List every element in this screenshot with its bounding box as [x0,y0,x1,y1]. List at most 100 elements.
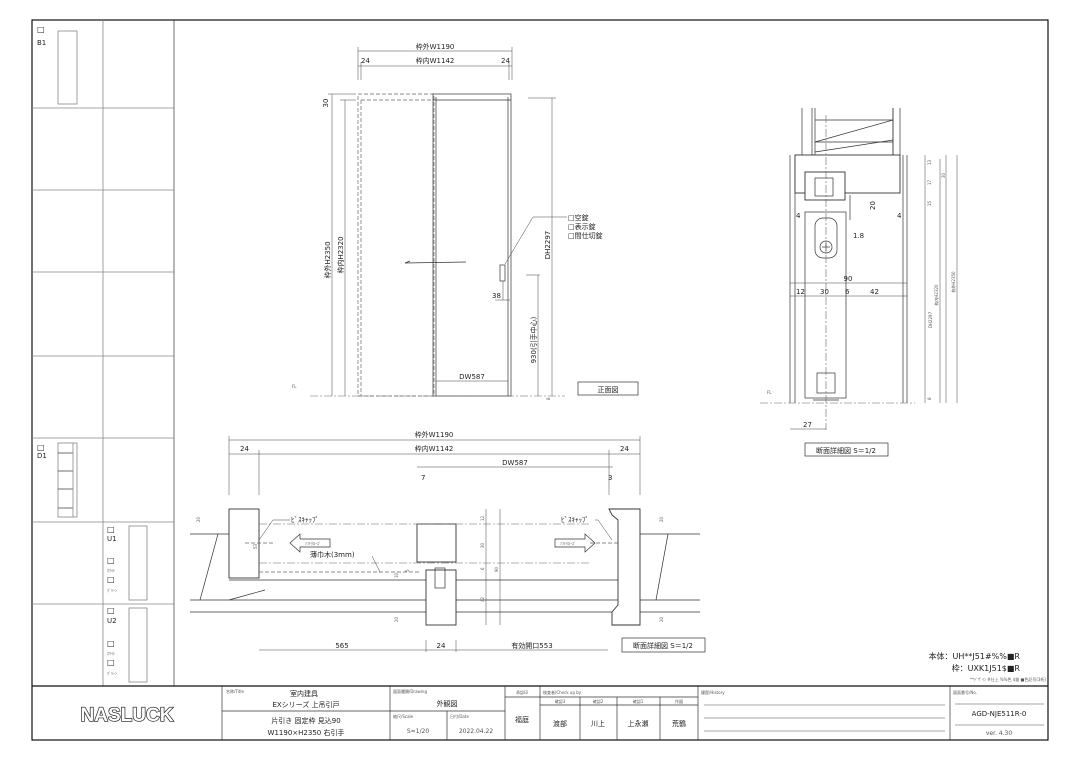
front-handle-height: 930(引手中心) [529,316,538,363]
part-u1-label: U1 [107,535,117,543]
plan-w-inner: 枠内W1142 [415,444,454,453]
checker-0: 渡部 [553,719,567,728]
plan-d10: 10 [394,572,399,578]
plan-opening: 有効開口553 [511,641,552,650]
soft-close-arrow-right [554,533,596,553]
section-d42: 42 [870,288,879,296]
front-h-outer: 枠外H2350 [323,241,332,278]
section-d8: 8 [927,397,932,400]
front-side-left: 24 [361,57,370,65]
history-label: 履歴/History [701,689,725,695]
front-w-outer: 枠外W1190 [416,42,455,51]
plan-label: 断面詳細図 S＝1/2 [633,641,693,650]
plan-d20c: 20 [659,616,664,622]
plan-d53: 53 [253,543,258,549]
checkbox-d1[interactable]: □ [37,443,45,452]
u2-green-label: ｸﾞﾘｰﾝ [107,670,117,676]
section-d6: 6 [845,288,850,296]
section-dh: DH2297 [928,311,933,328]
front-dh: DH2297 [544,231,552,259]
section-d13: 13 [927,159,932,165]
date-label: 日付/Date [450,713,469,719]
title-label: 名称/Title [226,688,244,694]
plan-label-box [621,637,706,653]
front-top-30: 30 [322,99,330,108]
hanger-rail [804,171,846,201]
checker-header-3: 作図 [675,698,683,704]
door-handle [499,264,506,282]
section-d90: 90 [844,275,853,283]
plan-dw: DW587 [502,459,528,467]
date-value: 2022.04.22 [459,728,494,735]
drawing-version: ver. 4.30 [986,730,1013,737]
plan-d5: 5 [405,569,410,572]
plan-door-panel [416,523,457,563]
section-label-box [804,442,889,457]
section-label: 断面詳細図 S＝1/2 [816,446,876,455]
sliding-arrow [404,261,467,264]
u1-green-label: ｸﾞﾘｰﾝ [107,587,117,593]
section-h-outer: 枠外H2350 [950,271,956,293]
checker-1: 川上 [591,719,605,728]
front-view: 枠外W1190 枠内W1142 24 24 □空錠 □表示錠 □間仕切錠 FL … [292,42,639,400]
plan-screw-cap-left: ﾋﾞｽｷｬｯﾌﾟ [291,516,319,524]
plan-d6: 6 [480,567,485,570]
plan-d3: 3 [608,474,612,482]
front-fl: FL [292,384,297,389]
front-dw: DW587 [459,373,485,381]
front-bottom-8: 8 [546,397,551,400]
left-parts-panel: □ B1 □ D1 □ U1 □ ﾎﾜｲﾄ □ ｸﾞﾘｰﾝ □ U2 □ ﾎﾜｲ… [32,20,175,686]
plan-section: 枠外W1190 枠内W1142 24 24 DW587 7 3 ｿﾌﾄｸﾛｰｽﾞ… [190,430,706,653]
checkbox-b1[interactable]: □ [37,25,45,34]
title-line-4: W1190×H2350 右引手 [268,728,345,737]
section-d12: 12 [796,288,805,296]
plan-d12: 12 [480,515,485,521]
checker-3: 荒鶴 [672,719,686,728]
checkbox-u2-green[interactable]: □ [107,658,115,667]
title-line-2: EXシリーズ 上吊引戸 [272,700,339,709]
plan-d30: 30 [480,542,485,548]
lock-option-1: □表示錠 [568,222,596,231]
checkbox-u1[interactable]: □ [107,525,115,534]
approval-value: 福庭 [515,715,529,724]
part-u2-label: U2 [107,617,117,625]
checker-header-1: 確認2 [593,698,604,704]
spec-body: 本体：UH**J51#%%■R [929,651,1021,661]
sheet-border [31,19,1049,741]
drawing-label: 図面種類/Drawing [393,688,427,694]
checkbox-u1-green[interactable]: □ [107,575,115,584]
section-d27: 27 [803,421,812,429]
checkbox-u1-white[interactable]: □ [107,556,115,565]
part-b1-label: B1 [37,39,46,47]
front-side-right: 24 [501,57,510,65]
scale-value: S=1/20 [407,728,429,735]
plan-side-right: 24 [620,445,629,453]
scale-label: 縮尺/Scale [393,713,414,719]
plan-b24: 24 [437,642,446,650]
soft-close-arrow-left [289,533,331,553]
section-d30b: 30 [820,288,829,296]
checkbox-u2[interactable]: □ [107,606,115,615]
checker-header-0: 確認3 [555,698,566,704]
left-frame-jamb [228,508,260,579]
plan-w-outer: 枠外W1190 [415,430,454,439]
lock-option-0: □空錠 [568,213,589,222]
section-h-inner: 枠内H2320 [933,284,939,306]
drawing-type: 外観図 [437,699,458,708]
door-panel [432,93,512,397]
u2-white-label: ﾎﾜｲﾄ [107,651,115,656]
plan-baseboard: 薄巾木(3mm) [310,550,355,559]
floor-guide-block [425,569,457,626]
checker-2: 上永瀬 [628,719,649,728]
plan-d90: 90 [494,566,499,572]
plan-d42: 42 [480,596,485,602]
section-fl: FL [767,390,772,395]
section-d4r: 4 [897,212,902,220]
section-d30: 30 [941,172,946,178]
checkbox-u2-white[interactable]: □ [107,639,115,648]
approval-label: 承認印 [516,689,528,695]
plan-d7: 7 [421,474,425,482]
vertical-door-section [804,211,847,399]
section-d15: 15 [927,200,932,206]
